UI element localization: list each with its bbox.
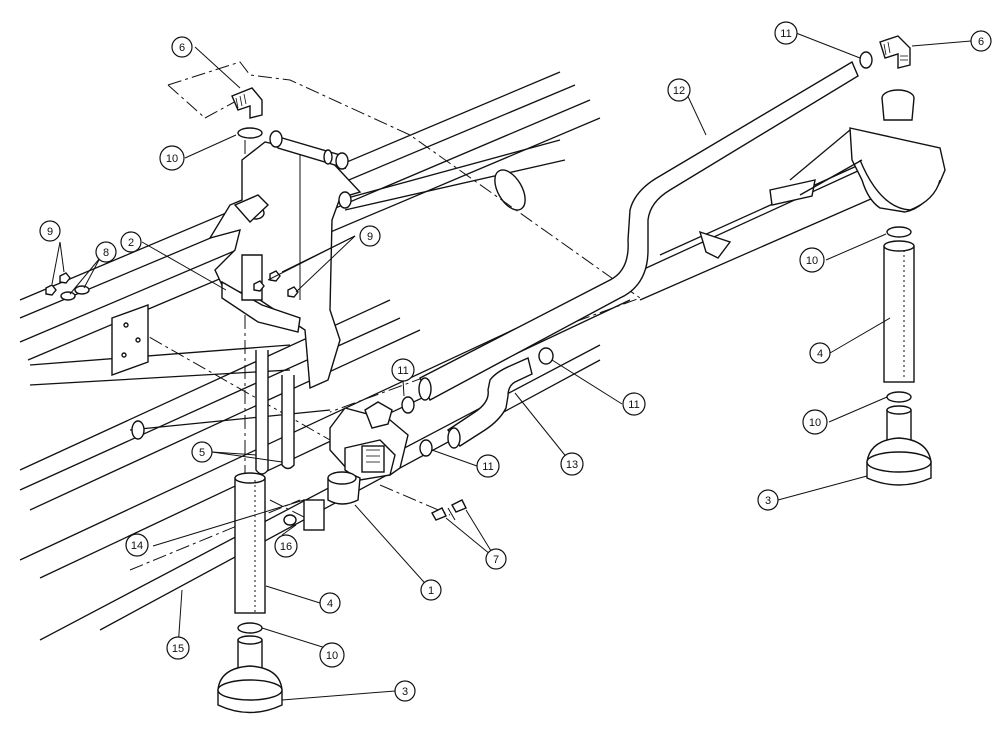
u-bolts — [255, 350, 295, 475]
svg-text:1: 1 — [428, 585, 434, 597]
valve-assembly — [283, 401, 409, 531]
callout-16: 16 — [274, 534, 298, 558]
hardware-nuts-washers — [45, 270, 299, 301]
callout-3-right: 3 — [757, 489, 779, 511]
end-hood — [698, 89, 946, 259]
callout-11-valve-top: 11 — [391, 358, 415, 382]
elbow-fitting-right — [879, 35, 911, 69]
callout-3-left: 3 — [394, 680, 416, 702]
svg-text:11: 11 — [628, 399, 639, 411]
nozzle-left — [217, 635, 283, 714]
drop-tube-left — [234, 472, 266, 614]
svg-text:4: 4 — [817, 348, 823, 360]
callout-11-hose-end: 11 — [622, 392, 646, 416]
svg-text:3: 3 — [765, 495, 771, 507]
callout-10-bottom-left: 10 — [319, 642, 345, 668]
svg-text:4: 4 — [327, 598, 333, 610]
callout-8: 8 — [95, 241, 117, 263]
callout-11-valve-bottom: 11 — [476, 454, 500, 478]
callout-5: 5 — [191, 441, 213, 463]
svg-text:16: 16 — [280, 541, 292, 553]
drop-tube-right — [883, 240, 915, 383]
svg-text:15: 15 — [172, 643, 184, 655]
callout-13: 13 — [560, 452, 584, 476]
callouts: 1 2 3 3 4 4 5 6 6 7 8 9 9 10 10 10 10 11… — [39, 21, 992, 702]
callout-4-right: 4 — [809, 342, 831, 364]
boom-frame — [19, 71, 881, 641]
callout-1: 1 — [420, 579, 442, 601]
svg-text:9: 9 — [47, 226, 53, 238]
svg-text:12: 12 — [673, 85, 685, 97]
svg-text:11: 11 — [397, 365, 408, 377]
svg-text:6: 6 — [978, 36, 984, 48]
callout-9-right: 9 — [359, 225, 381, 247]
hose-long — [418, 60, 859, 401]
callout-11-top-right: 11 — [774, 21, 798, 45]
svg-text:6: 6 — [179, 42, 185, 54]
callout-4-left: 4 — [319, 592, 341, 614]
callout-6-left: 6 — [171, 36, 193, 58]
callout-7: 7 — [485, 548, 507, 570]
callout-10-top-right: 10 — [799, 247, 825, 273]
svg-text:10: 10 — [326, 650, 338, 662]
callout-14: 14 — [125, 533, 149, 557]
callout-6-right: 6 — [970, 30, 992, 52]
svg-text:2: 2 — [128, 237, 134, 249]
svg-text:14: 14 — [131, 540, 143, 552]
callout-9-left: 9 — [39, 220, 61, 242]
svg-text:10: 10 — [809, 417, 821, 429]
svg-text:3: 3 — [402, 686, 408, 698]
svg-text:5: 5 — [199, 447, 205, 459]
svg-text:13: 13 — [566, 459, 578, 471]
bolts — [431, 499, 467, 521]
side-plate — [111, 304, 149, 376]
svg-text:11: 11 — [482, 461, 493, 473]
svg-text:7: 7 — [493, 554, 499, 566]
hose-clamps — [237, 51, 912, 634]
callout-10-top-left: 10 — [159, 145, 185, 171]
svg-text:10: 10 — [806, 255, 818, 267]
svg-text:9: 9 — [367, 231, 373, 243]
svg-text:11: 11 — [780, 28, 791, 40]
nozzle-right — [866, 405, 932, 486]
callout-12: 12 — [667, 78, 691, 102]
svg-text:8: 8 — [103, 247, 109, 259]
elbow-fitting-left — [231, 87, 263, 119]
callout-10-bottom-right: 10 — [802, 409, 828, 435]
svg-text:10: 10 — [166, 153, 178, 165]
hose-short — [446, 357, 533, 449]
callout-2: 2 — [120, 231, 142, 253]
callout-15: 15 — [166, 636, 190, 660]
leader-lines — [51, 32, 972, 701]
